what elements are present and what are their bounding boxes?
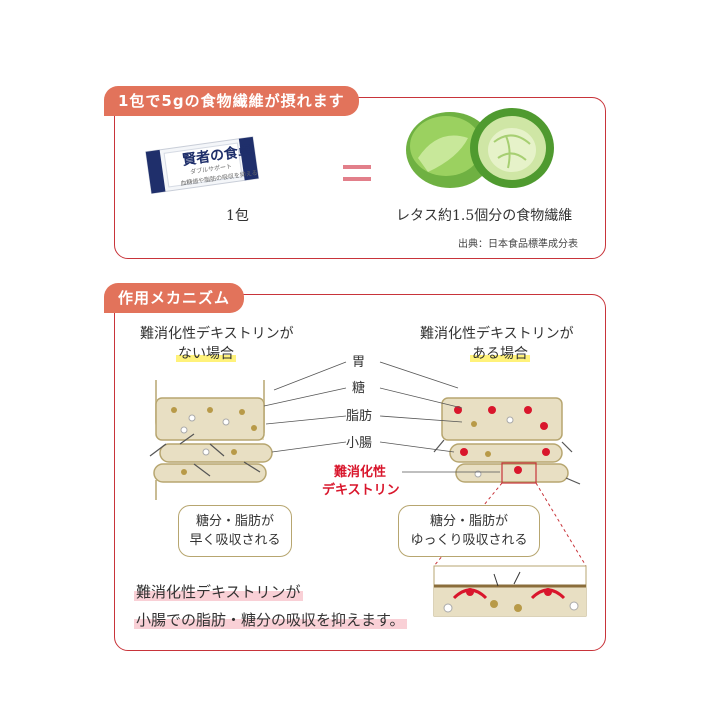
left-bubble: 糖分・脂肪が 早く吸収される [178,505,292,557]
package-caption: 1包 [226,208,249,224]
source-note: 出典：日本食品標準成分表 [458,239,578,250]
mechanism-tag: 作用メカニズム [104,283,245,313]
left-arrows [149,433,261,477]
left-bubble-line1: 糖分・脂肪が [195,514,274,529]
zoom-inset [433,565,587,617]
equals-sign-bottom [343,177,371,181]
lettuce-caption: レタス約1.5個分の食物繊維 [396,208,573,224]
fiber-tag: 1包で5gの食物繊維が摂れます [104,86,359,116]
label-dextrin-1: 難消化性 [334,465,387,480]
left-bubble-line2: 早く吸収される [189,533,281,548]
right-particles [454,406,550,478]
summary-highlight-2: 小腸での脂肪・糖分の吸収を抑えます。 [134,611,407,629]
left-intestine [153,380,273,500]
summary-line2: 小腸での脂肪・糖分の吸収を抑えます。 [134,609,407,630]
right-bubble-line2: ゆっくり吸収される [410,533,528,548]
left-particles [171,407,257,475]
right-bubble-line1: 糖分・脂肪が [429,514,508,529]
summary-line1: 難消化性デキストリンが [134,581,303,602]
label-fat: 脂肪 [346,409,373,424]
package-image [145,136,260,195]
label-dextrin-2: デキストリン [322,483,400,498]
equals-sign [343,165,371,169]
intestine-diagram [149,361,587,617]
left-title-line1: 難消化性デキストリンが [140,326,294,342]
right-title-highlight: ある場合 [470,346,530,362]
right-bubble: 糖分・脂肪が ゆっくり吸収される [398,505,540,557]
right-title-line1: 難消化性デキストリンが [420,326,574,342]
label-sugar: 糖 [352,381,366,396]
label-intestine: 小腸 [346,436,373,451]
lettuce-image [406,108,554,188]
right-title-line2: ある場合 [470,343,530,363]
left-title-highlight: ない場合 [176,346,236,362]
left-title-line2: ない場合 [176,343,236,363]
right-intestine [441,397,569,483]
right-arrows [433,439,581,485]
zoom-box [501,462,537,484]
summary-highlight-1: 難消化性デキストリンが [134,583,303,601]
label-stomach: 胃 [352,355,366,370]
